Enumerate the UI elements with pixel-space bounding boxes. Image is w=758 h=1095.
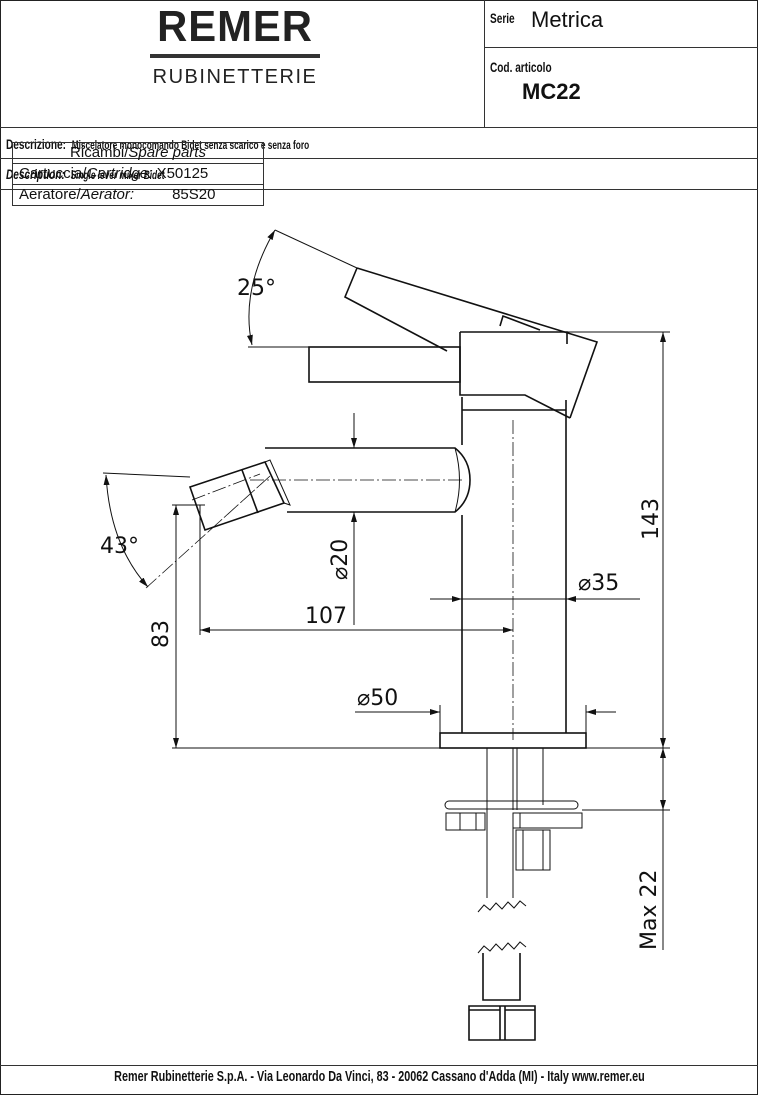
description-it: Descrizione: Miscelatore monocomando Bide… (6, 136, 427, 152)
divider (484, 47, 758, 48)
part-label-en: Aerator: (80, 186, 135, 203)
divider (0, 127, 758, 128)
company-address: Remer Rubinetterie S.p.A. - Via Leonardo… (113, 1068, 645, 1085)
center-lines (145, 420, 514, 740)
spare-parts-title: Ricambi/Spare parts (13, 143, 263, 163)
divider (0, 158, 758, 159)
dimension-labels: 25° 43° 143 ⌀35 ⌀20 107 83 ⌀50 Max 22 (100, 276, 664, 950)
title-it: Ricambi/ (70, 144, 129, 161)
brand-logo: REMER RUBINETTERIE (130, 4, 340, 89)
aerator-angle-label: 43° (100, 534, 139, 559)
part-label-it: Cartuccia/ (19, 165, 87, 182)
code-label: Cod. articolo (490, 59, 552, 75)
base-diameter-label: ⌀50 (357, 686, 398, 711)
logo-bar (150, 54, 320, 58)
max-thickness-label: Max 22 (637, 870, 662, 950)
description-en: Description: Single lever mixer Bidet (6, 166, 226, 182)
title-en: Spare parts (128, 144, 206, 161)
code-value: MC22 (522, 79, 581, 104)
body-diameter-label: ⌀35 (578, 571, 619, 596)
spare-parts-table: Ricambi/Spare parts Cartuccia/Cartridge:… (12, 142, 264, 206)
serie-label: Serie (490, 10, 515, 26)
description-it-value: Miscelatore monocomando Bidet senza scar… (71, 140, 310, 152)
height-label: 143 (639, 498, 664, 540)
description-it-label: Descrizione: (6, 136, 66, 152)
serie-value: Metrica (531, 7, 604, 32)
spout-diameter-label: ⌀20 (328, 539, 353, 580)
part-label-en: Cartridge: (86, 165, 153, 182)
faucet-outline (188, 267, 599, 1041)
footer: Remer Rubinetterie S.p.A. - Via Leonardo… (0, 1068, 758, 1085)
part-code: X50125 (156, 165, 209, 182)
description-en-label: Description: (6, 166, 65, 182)
spout-height-label: 83 (149, 620, 174, 648)
divider (484, 0, 485, 127)
divider (0, 1065, 758, 1066)
lever-angle-label: 25° (237, 276, 276, 301)
part-label-it: Aeratore/ (19, 186, 81, 203)
part-code: 85S20 (172, 186, 216, 203)
spout-reach-label: 107 (305, 604, 347, 629)
brand-subtitle: RUBINETTERIE (152, 66, 318, 88)
spare-part-row: Aeratore/Aerator: 85S20 (13, 184, 263, 205)
divider (0, 189, 758, 190)
brand-name: REMER (157, 2, 313, 51)
description-en-value: Single lever mixer Bidet (70, 170, 165, 182)
spare-part-row: Cartuccia/Cartridge: X50125 (13, 163, 263, 184)
dimension-lines (102, 229, 670, 950)
